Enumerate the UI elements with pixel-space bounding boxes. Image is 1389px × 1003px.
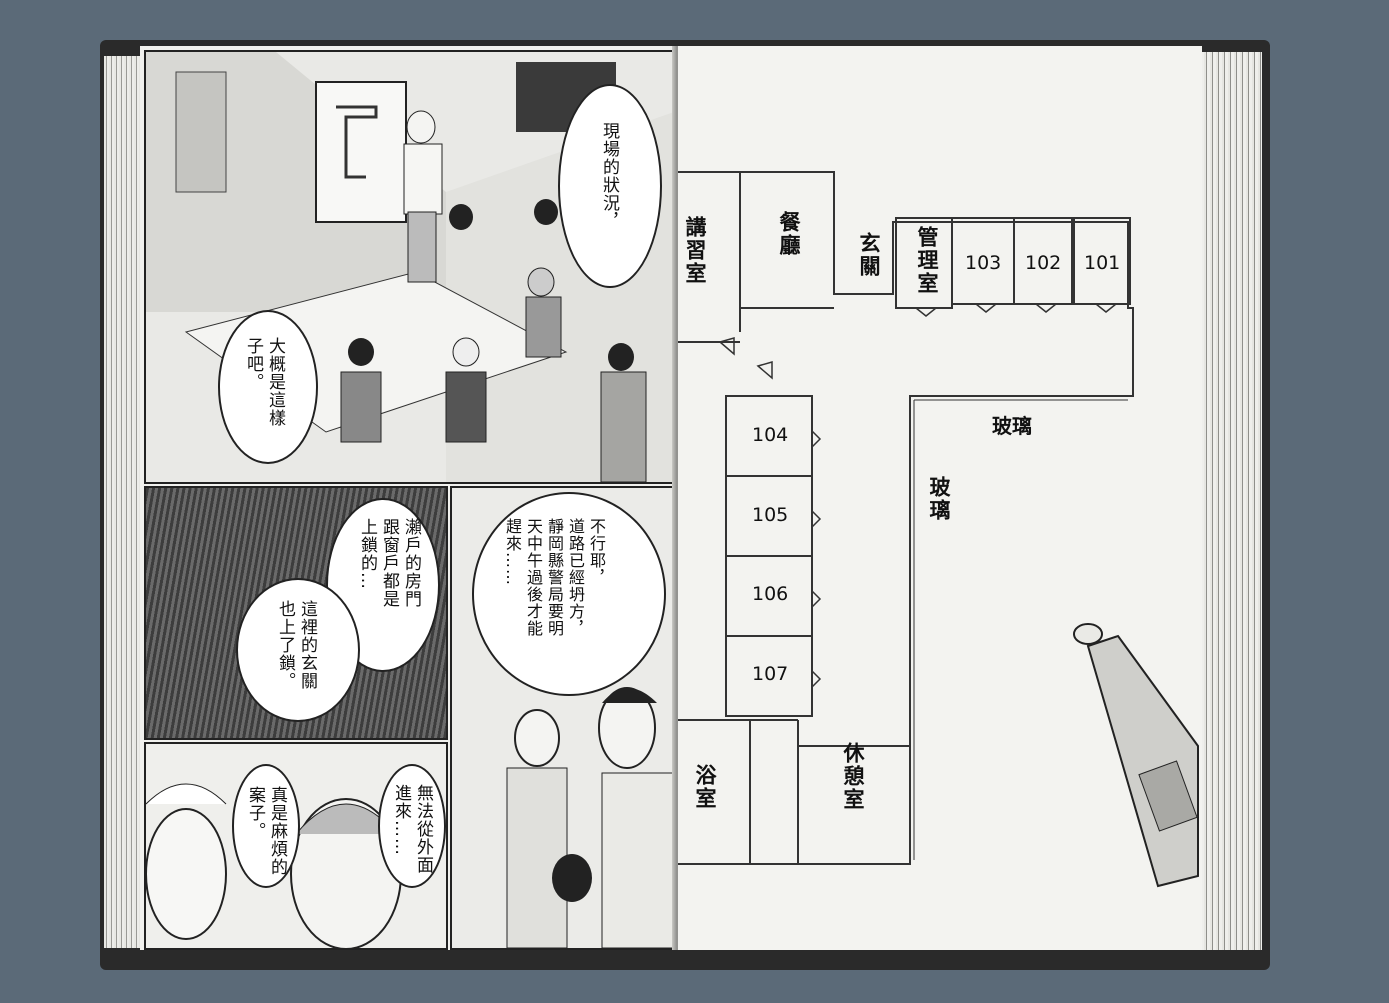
speech-text-4: 這裡的玄關 也上了鎖。 [275, 600, 317, 690]
speech-bubble-4 [236, 578, 360, 722]
room-105: 105 [752, 504, 789, 526]
speech-text-5: 不行耶， 道路已經坍方， 靜岡縣警局要明 天中午過後才能 趕來…… [503, 518, 606, 637]
page-edges-right [1198, 52, 1262, 950]
room-107: 107 [752, 663, 789, 685]
speech-bubble-6 [232, 764, 300, 888]
speech-bubble-5 [472, 492, 666, 696]
panel-meeting-room: 現場的狀況， 大概是這樣 子吧。 [144, 50, 676, 484]
faces-illustration [146, 783, 402, 948]
room-104: 104 [752, 424, 789, 446]
speech-bubble-1 [558, 84, 662, 288]
panel-men-talking: 不行耶， 道路已經坍方， 靜岡縣警局要明 天中午過後才能 趕來…… [450, 486, 676, 950]
marker-pen-illustration [1073, 623, 1199, 888]
page-edges-left [104, 56, 144, 948]
whiteboard [315, 81, 407, 223]
glass-label-top: 玻璃 [992, 414, 1032, 438]
room-bath: 浴室 [693, 764, 717, 810]
room-lecture: 講習室 [683, 216, 707, 285]
room-101: 101 [1084, 252, 1121, 274]
glass-label-side: 玻璃 [927, 476, 951, 522]
room-office: 管理室 [915, 226, 939, 295]
floor-plan-drawing [678, 171, 1199, 888]
left-page: 現場的狀況， 大概是這樣 子吧。 瀨戶的房門 跟窗戶都是 上鎖的… 這裡的玄關 … [140, 46, 676, 950]
room-106: 106 [752, 583, 789, 605]
book-gutter [672, 46, 682, 950]
room-entrance: 玄關 [857, 232, 881, 278]
speech-text-1: 現場的狀況， [599, 122, 619, 230]
room-102: 102 [1025, 252, 1062, 274]
room-lounge: 休憩室 [841, 742, 865, 811]
room-dining: 餐廳 [777, 211, 801, 257]
speech-bubble-7 [378, 764, 446, 888]
speech-bubble-2 [218, 310, 318, 464]
panel-faces: 真是麻煩的 案子。 無法從外面 進來…… [144, 742, 448, 950]
speech-text-3: 瀨戶的房門 跟窗戶都是 上鎖的… [357, 518, 421, 608]
speech-text-2: 大概是這樣 子吧。 [243, 337, 285, 427]
panel-rain-window: 瀨戶的房門 跟窗戶都是 上鎖的… 這裡的玄關 也上了鎖。 [144, 486, 448, 740]
men-illustration [506, 687, 674, 948]
speech-text-7: 無法從外面 進來…… [391, 784, 433, 874]
room-103: 103 [965, 252, 1002, 274]
right-page-floor-plan: 講習室 餐廳 玄關 管理室 103 102 101 104 105 106 10… [678, 46, 1202, 950]
speech-text-6: 真是麻煩的 案子。 [245, 786, 287, 876]
